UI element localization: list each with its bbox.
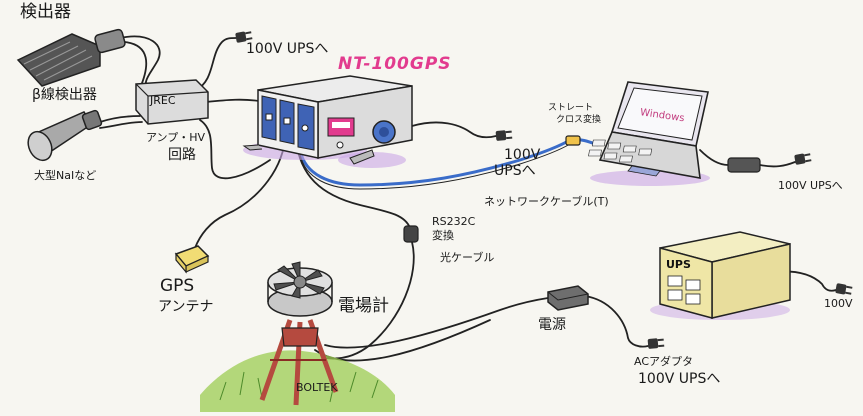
gps-label: GPS xyxy=(160,276,195,296)
cable-jrec-nt100 xyxy=(205,98,266,103)
nt100-title: NT-100GPS xyxy=(338,54,452,74)
detector-device xyxy=(16,28,126,87)
antenna-label: アンテナ xyxy=(158,299,214,315)
cable-jrec-ups-top xyxy=(195,37,237,91)
ups-mid-label-2: UPSへ xyxy=(494,163,536,179)
laptop-device xyxy=(588,81,710,186)
ac-adapter-label: ACアダプタ xyxy=(634,355,694,368)
ups-right-label: 100V UPSへ xyxy=(778,179,843,192)
detector-label: 検出器 xyxy=(20,2,71,22)
ups-box-label: UPS xyxy=(666,258,691,271)
ups-box-100v-label: 100V xyxy=(824,297,853,310)
cable-jrec-nt100-2 xyxy=(199,119,271,180)
jrec-label: JREC xyxy=(149,94,176,107)
jrec-box xyxy=(135,79,209,125)
nt100-device xyxy=(242,75,413,168)
cross-connector xyxy=(565,135,581,146)
beta-detector-label: β線検出器 xyxy=(32,87,97,103)
ups-bottom-label: 100V UPSへ xyxy=(638,371,721,387)
cable-nai-jrec xyxy=(99,115,141,123)
cable-adapter-ups-right xyxy=(759,161,796,168)
field-meter-label: 電場計 xyxy=(338,296,389,316)
convert-label: 変換 xyxy=(432,229,454,242)
cable-fieldmeter-power xyxy=(324,297,549,349)
cable-nt100-rs232c xyxy=(295,139,411,229)
cable-detector-jrec-2 xyxy=(124,41,148,89)
cable-nai-jrec-2 xyxy=(99,121,143,129)
cable-optical xyxy=(324,241,415,360)
gps-antenna-device xyxy=(174,245,210,274)
cable-nt100-ups-mid xyxy=(411,121,497,139)
power-supply-device xyxy=(547,285,589,311)
nai-detector-label: 大型NaIなど xyxy=(34,169,97,182)
network-cable-label: ネットワークケーブル(T) xyxy=(484,195,609,208)
power-plug-icon xyxy=(794,153,812,165)
ups-mid-label-1: 100V xyxy=(504,147,541,163)
power-plug-icon xyxy=(235,31,253,43)
power-plug-icon xyxy=(647,338,665,349)
power-plug-icon xyxy=(495,130,513,141)
straight-label: ストレート xyxy=(548,103,594,113)
power-label: 電源 xyxy=(538,317,566,333)
field-meter-device xyxy=(200,261,395,412)
ups-box-device xyxy=(650,231,791,320)
boltek-label: BOLTEK xyxy=(296,381,338,394)
cross-label: クロス変換 xyxy=(556,115,602,125)
optical-cable-label: 光ケーブル xyxy=(440,251,495,264)
cable-laptop-adapter xyxy=(699,149,729,166)
rs232c-label: RS232C xyxy=(432,215,476,228)
nai-detector-device xyxy=(27,109,103,162)
ups-top-label: 100V UPSへ xyxy=(246,41,329,57)
cable-power-ac xyxy=(584,295,649,348)
circuit-label: 回路 xyxy=(168,147,196,163)
amp-hv-label: アンプ・HV xyxy=(146,131,206,144)
laptop-adapter xyxy=(727,157,761,173)
rs232c-converter xyxy=(403,225,419,243)
power-plug-icon xyxy=(835,283,853,295)
